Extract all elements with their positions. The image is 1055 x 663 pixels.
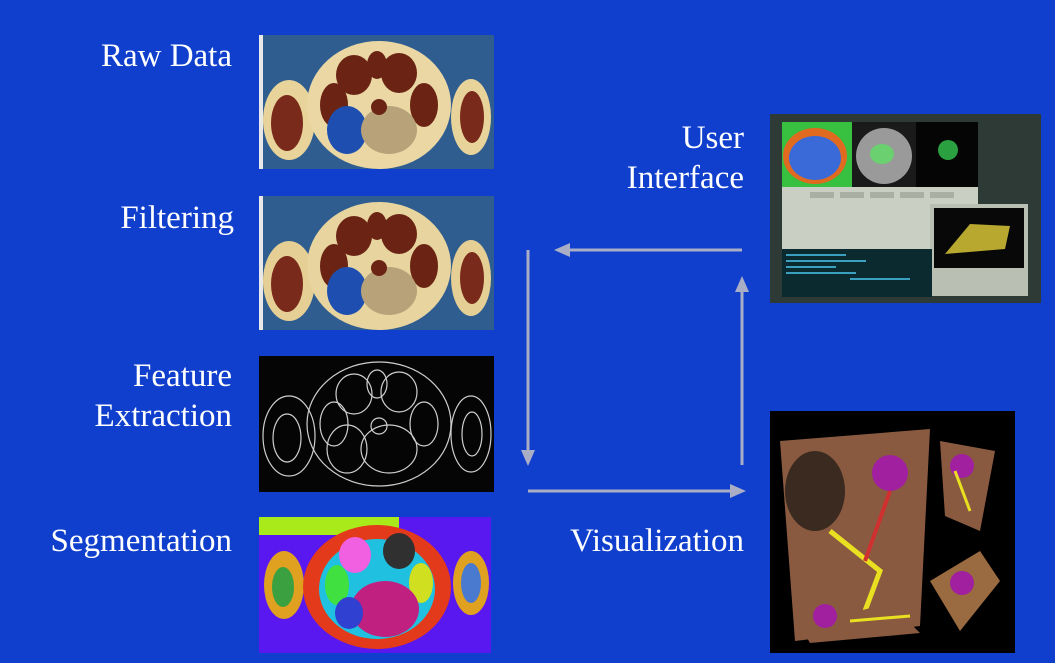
label-user-interface-line2: Interface bbox=[626, 160, 744, 196]
arrow-left-head bbox=[554, 243, 570, 257]
label-visualization: Visualization bbox=[570, 523, 744, 559]
label-feature-extraction-line2: Extraction bbox=[94, 398, 232, 434]
label-filtering: Filtering bbox=[120, 200, 234, 236]
label-user-interface: User Interface bbox=[560, 118, 744, 198]
arrow-up-head bbox=[735, 276, 749, 292]
label-feature-extraction: Feature Extraction bbox=[40, 356, 232, 436]
user-interface-image bbox=[770, 114, 1041, 303]
label-raw-data: Raw Data bbox=[100, 38, 232, 74]
raw-data-image bbox=[259, 35, 494, 169]
feature-extraction-image bbox=[259, 356, 494, 492]
label-feature-extraction-line1: Feature bbox=[133, 358, 232, 394]
visualization-image bbox=[770, 411, 1015, 653]
segmentation-image bbox=[259, 517, 491, 653]
label-user-interface-line1: User bbox=[681, 120, 744, 156]
label-segmentation: Segmentation bbox=[50, 523, 232, 559]
arrow-right-head bbox=[730, 484, 746, 498]
arrow-down-head bbox=[521, 450, 535, 466]
filtering-image bbox=[259, 196, 494, 330]
